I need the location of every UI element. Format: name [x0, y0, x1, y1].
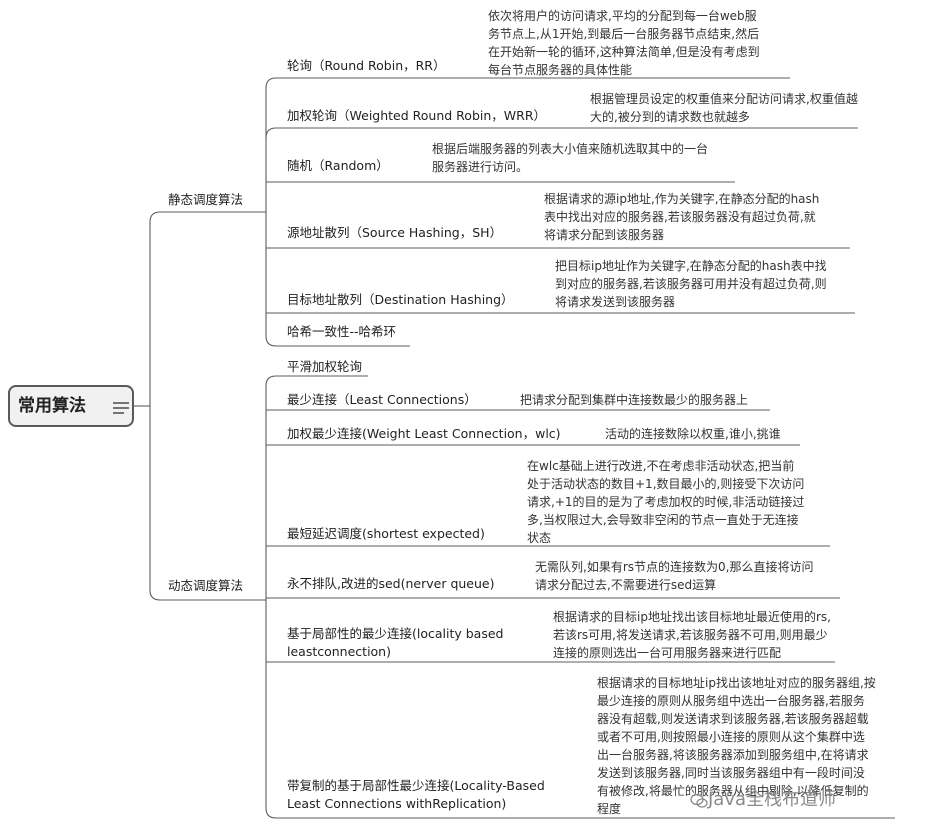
watermark-text: Java全栈布道师 — [708, 789, 837, 810]
node-least-connections[interactable]: 最少连接（Least Connections） — [287, 392, 477, 407]
desc-random: 根据后端服务器的列表大小值来随机选取其中的一台服务器进行访问。 — [432, 142, 709, 174]
desc-weighted-round-robin: 根据管理员设定的权重值来分配访问请求,权重值越大的,被分到的请求数也就越多 — [590, 92, 858, 124]
node-source-hashing[interactable]: 源地址散列（Source Hashing，SH） — [287, 225, 503, 240]
desc-round-robin: 依次将用户的访问请求,平均的分配到每一台web服务节点上,从1开始,到最后一台服… — [488, 9, 760, 77]
node-weighted-least-connection[interactable]: 加权最少连接(Weight Least Connection，wlc) — [287, 426, 561, 441]
root-node[interactable]: 常用算法 — [8, 385, 134, 427]
desc-never-queue: 无需队列,如果有rs节点的连接数为0,那么直接将访问请求分配过去,不需要进行se… — [535, 560, 814, 592]
wechat-icon — [690, 793, 708, 808]
dynamic-category-label[interactable]: 动态调度算法 — [168, 578, 244, 593]
node-weighted-round-robin[interactable]: 加权轮询（Weighted Round Robin，WRR） — [287, 108, 547, 123]
node-random[interactable]: 随机（Random） — [287, 158, 389, 173]
desc-locality-based-least-connection-replication: 根据请求的目标地址ip找出该地址对应的服务器组,按最少连接的原则从服务组中选出一… — [597, 676, 876, 816]
root-label: 常用算法 — [18, 396, 86, 416]
node-never-queue[interactable]: 永不排队,改进的sed(nerver queue) — [287, 576, 495, 591]
desc-destination-hashing: 把目标ip地址作为关键字,在静态分配的hash表中找到对应的服务器,若该服务器可… — [555, 259, 827, 309]
desc-shortest-expected-delay: 在wlc基础上进行改进,不在考虑非活动状态,把当前处于活动状态的数目+1,数目最… — [527, 459, 805, 545]
desc-weighted-least-connection: 活动的连接数除以权重,谁小,挑谁 — [605, 427, 781, 441]
node-shortest-expected-delay[interactable]: 最短延迟调度(shortest expected) — [287, 526, 485, 541]
node-smooth-weighted-round-robin[interactable]: 平滑加权轮询 — [287, 359, 363, 374]
menu-lines-icon — [113, 402, 129, 414]
node-destination-hashing[interactable]: 目标地址散列（Destination Hashing） — [287, 292, 514, 307]
desc-least-connections: 把请求分配到集群中连接数最少的服务器上 — [520, 393, 749, 407]
node-round-robin[interactable]: 轮询（Round Robin，RR） — [287, 58, 446, 73]
static-category-label[interactable]: 静态调度算法 — [168, 192, 244, 207]
desc-locality-based-least-connection: 根据请求的目标ip地址找出该目标地址最近使用的rs,若该rs可用,将发送请求,若… — [553, 610, 831, 660]
node-consistent-hashing[interactable]: 哈希一致性--哈希环 — [287, 324, 397, 339]
